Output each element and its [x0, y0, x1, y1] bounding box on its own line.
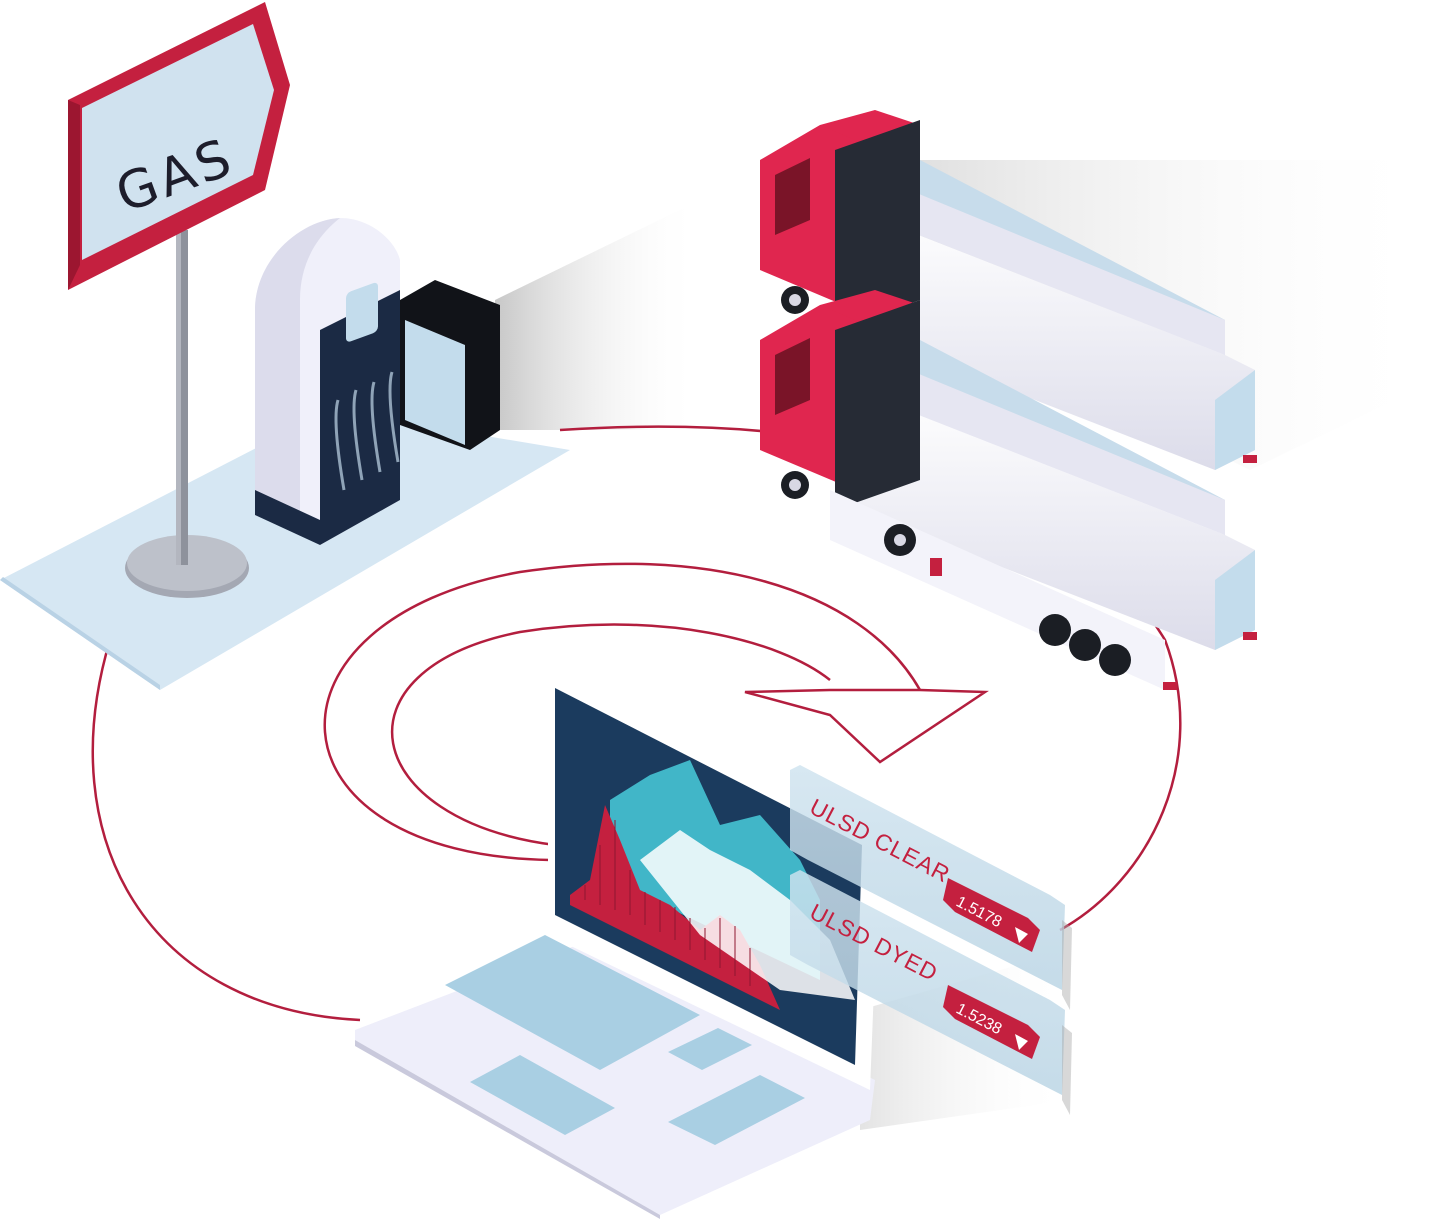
fuel-pump [255, 218, 500, 545]
down-triangle-icon [1015, 1034, 1028, 1050]
tanker-truck-front [760, 290, 1257, 690]
price-badge-clear [943, 878, 1040, 952]
cycle-arrowhead-icon [744, 688, 989, 764]
keyboard [445, 935, 805, 1145]
station-platform [0, 410, 570, 690]
price-badge-dyed [943, 985, 1040, 1059]
gas-sign: GAS [68, 2, 290, 598]
down-triangle-icon [1015, 927, 1028, 943]
tanker-truck-rear [760, 110, 1257, 470]
